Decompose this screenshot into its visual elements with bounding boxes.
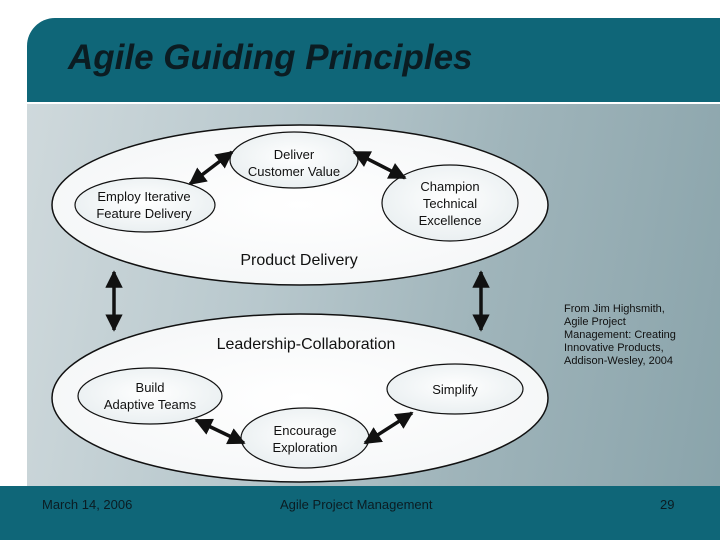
deliver-line-1: Deliver: [243, 146, 345, 163]
source-citation: From Jim Highsmith, Agile Project Manage…: [564, 303, 714, 368]
build-line-2: Adaptive Teams: [90, 396, 210, 413]
footer-bar: [0, 486, 720, 540]
encourage-line-2: Exploration: [254, 439, 356, 456]
encourage-line-1: Encourage: [254, 422, 356, 439]
build-line-1: Build: [90, 379, 210, 396]
employ-iterative-label: Employ Iterative Feature Delivery: [84, 188, 204, 222]
product-delivery-label: Product Delivery: [222, 252, 376, 269]
encourage-exploration-label: Encourage Exploration: [254, 422, 356, 456]
champion-excellence-label: Champion Technical Excellence: [402, 178, 498, 229]
deliver-value-label: Deliver Customer Value: [243, 146, 345, 180]
footer-title: Agile Project Management: [280, 497, 432, 512]
source-line-2: Agile Project: [564, 316, 714, 329]
source-line-1: From Jim Highsmith,: [564, 303, 714, 316]
source-line-5: Addison-Wesley, 2004: [564, 355, 714, 368]
champion-line-2: Technical: [402, 195, 498, 212]
simplify-label: Simplify: [405, 381, 505, 398]
employ-line-1: Employ Iterative: [84, 188, 204, 205]
champion-line-1: Champion: [402, 178, 498, 195]
champion-line-3: Excellence: [402, 212, 498, 229]
build-teams-label: Build Adaptive Teams: [90, 379, 210, 413]
employ-line-2: Feature Delivery: [84, 205, 204, 222]
source-line-4: Innovative Products,: [564, 342, 714, 355]
source-line-3: Management: Creating: [564, 329, 714, 342]
leadership-collaboration-label: Leadership-Collaboration: [195, 336, 417, 353]
footer-date: March 14, 2006: [42, 497, 132, 512]
page-number: 29: [660, 497, 674, 512]
deliver-line-2: Customer Value: [243, 163, 345, 180]
